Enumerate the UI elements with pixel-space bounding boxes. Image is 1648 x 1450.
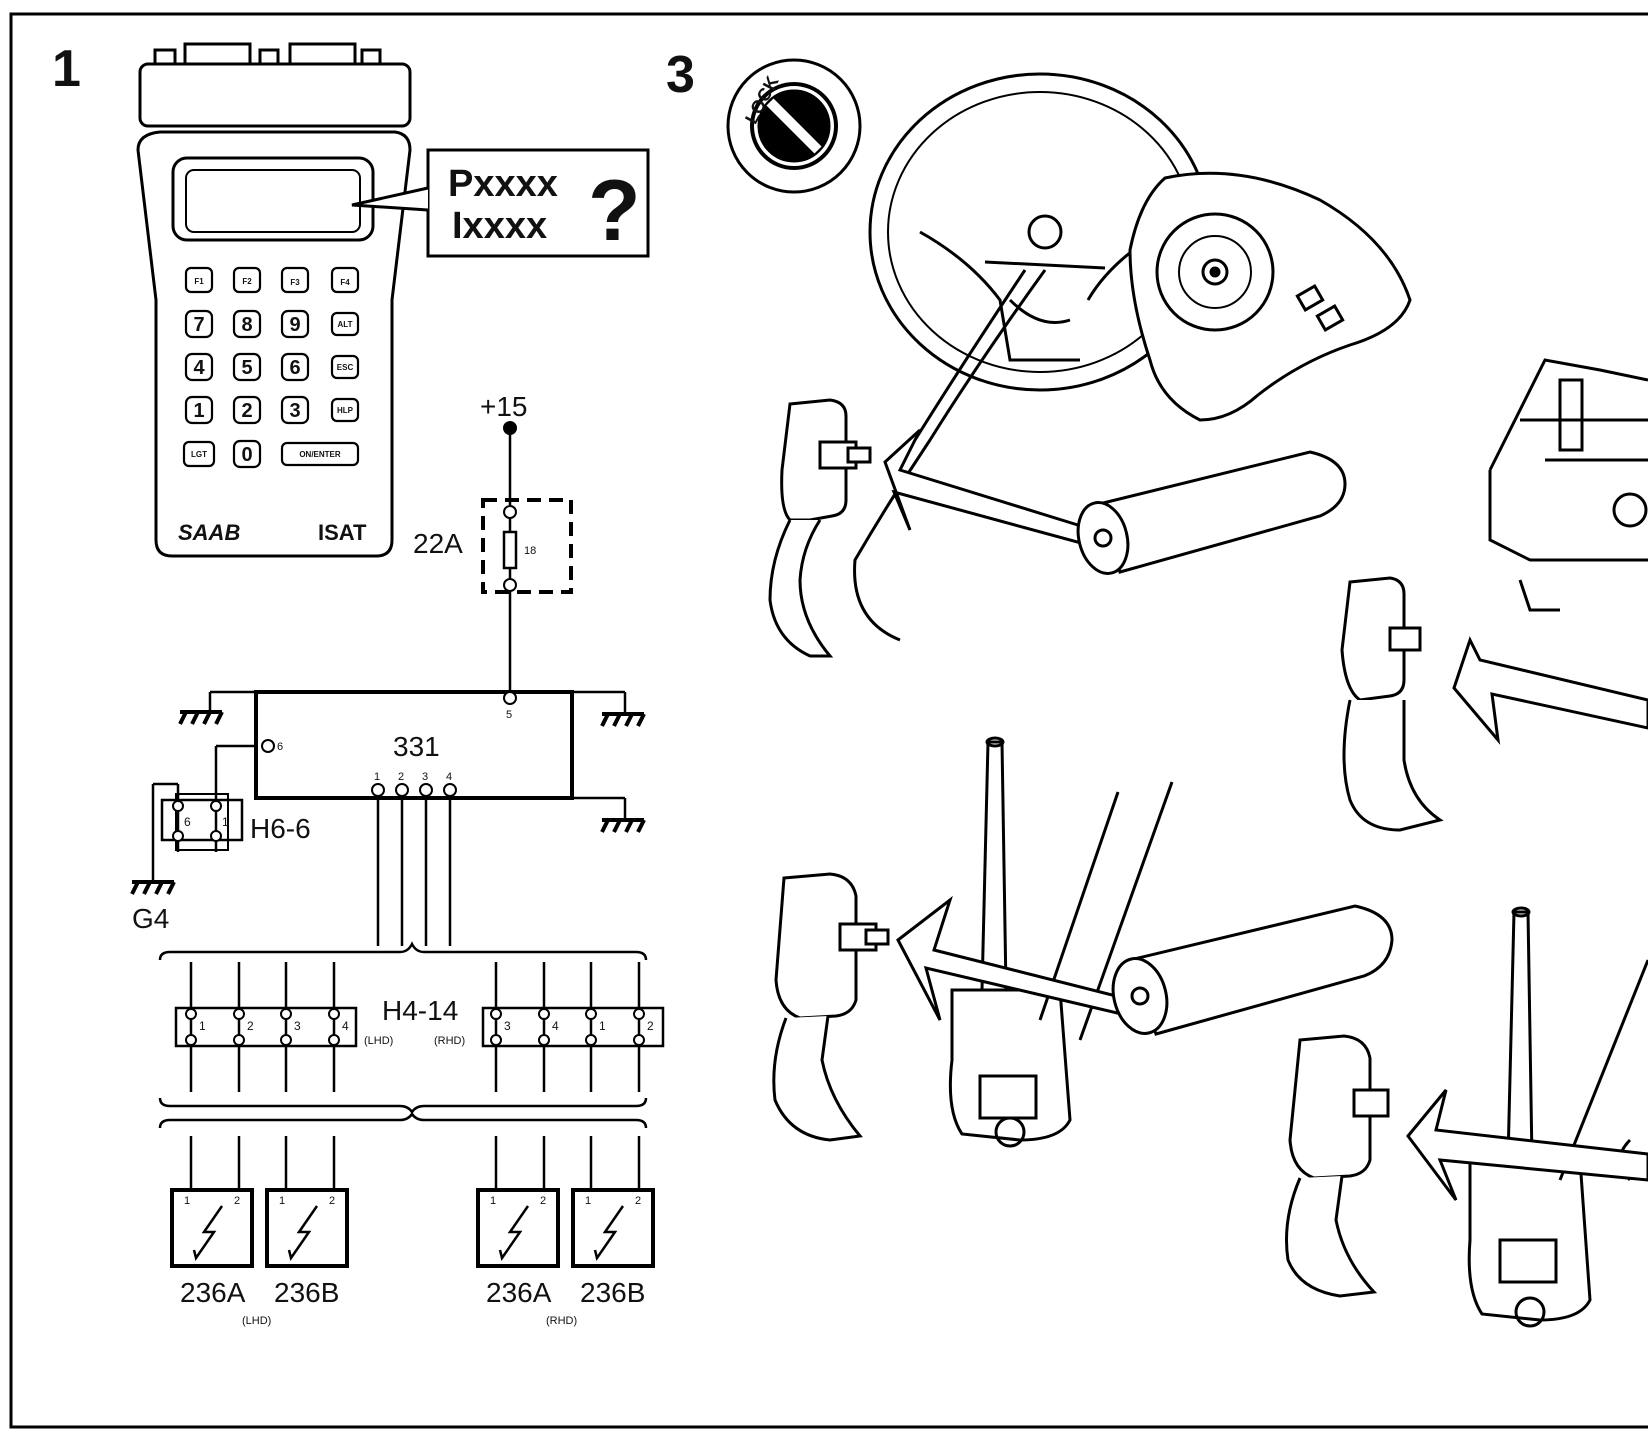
svg-text:ALT: ALT <box>338 320 353 329</box>
svg-text:2: 2 <box>329 1195 335 1207</box>
panel-number-3: 3 <box>666 46 695 104</box>
screen-question-mark: ? <box>588 163 641 259</box>
steering-pointer-line <box>853 269 1047 642</box>
svg-text:F4: F4 <box>340 278 350 287</box>
squib-rhd-tag: (RHD) <box>546 1315 577 1327</box>
h4-14-wires <box>189 962 641 1190</box>
svg-text:4: 4 <box>193 357 205 379</box>
screen-callout <box>351 148 650 258</box>
steering-column-lower-left <box>948 736 1174 1148</box>
tester-model: ISAT <box>318 520 367 545</box>
squib-236a-lhd: 1 2 236A <box>170 1188 254 1308</box>
arrow-right-top <box>1452 636 1648 745</box>
svg-text:LGT: LGT <box>191 450 207 459</box>
module-pin-6: 6 <box>277 741 283 753</box>
squib-236b-rhd: 1 2 236B <box>571 1188 655 1308</box>
fuse-label: 22A <box>413 528 463 559</box>
terminal-circles <box>172 421 645 1046</box>
fuse-number: 18 <box>524 545 536 557</box>
svg-text:2: 2 <box>635 1195 641 1207</box>
supply-label: +15 <box>480 391 528 422</box>
tester-brand: SAAB <box>178 520 240 545</box>
svg-text:236B: 236B <box>580 1277 645 1308</box>
svg-text:1: 1 <box>193 400 204 422</box>
ground-symbol <box>130 710 646 895</box>
svg-text:1: 1 <box>279 1195 285 1207</box>
svg-text:1: 1 <box>184 1195 190 1207</box>
module-pin-5: 5 <box>506 709 512 721</box>
svg-text:3: 3 <box>289 400 300 422</box>
svg-text:HLP: HLP <box>337 406 354 415</box>
steering-column-top-right <box>1488 358 1648 612</box>
svg-text:F3: F3 <box>290 278 300 287</box>
svg-text:2: 2 <box>234 1195 240 1207</box>
tester-keypad <box>182 266 360 469</box>
connector-h6-label: H6-6 <box>250 813 311 844</box>
ground-g4-label: G4 <box>132 903 169 934</box>
h6-pin-1: 1 <box>222 815 229 829</box>
airbag-connector-lower-left <box>772 872 890 1142</box>
diagnostic-tester <box>136 42 412 558</box>
screen-code-line1: Pxxxx <box>448 163 558 205</box>
svg-text:3: 3 <box>294 1019 301 1033</box>
airbag-connector-right-top <box>1340 576 1444 832</box>
svg-text:2: 2 <box>241 400 252 422</box>
svg-text:2: 2 <box>247 1019 254 1033</box>
dummy-load-cylinder-top <box>1076 450 1347 575</box>
module-pin-3: 3 <box>422 771 428 783</box>
svg-text:7: 7 <box>193 314 204 336</box>
airbag-connector-top <box>768 398 872 658</box>
svg-text:4: 4 <box>342 1019 349 1033</box>
arrow-to-dummy-load-lower <box>896 895 1134 1021</box>
svg-text:1: 1 <box>490 1195 496 1207</box>
dummy-load-cylinder-lower <box>1111 904 1394 1036</box>
svg-text:9: 9 <box>289 314 300 336</box>
svg-text:0: 0 <box>241 444 252 466</box>
svg-text:5: 5 <box>241 357 252 379</box>
svg-text:8: 8 <box>241 314 252 336</box>
svg-text:ON/ENTER: ON/ENTER <box>299 450 341 459</box>
svg-text:ESC: ESC <box>337 363 354 372</box>
h4-lhd-tag: (LHD) <box>364 1035 393 1047</box>
squib-236b-lhd: 1 2 236B <box>265 1188 349 1308</box>
svg-text:236A: 236A <box>180 1277 246 1308</box>
h4-pin-numbers: 1 2 3 4 3 4 1 2 <box>199 1019 654 1033</box>
svg-text:6: 6 <box>289 357 300 379</box>
svg-text:1: 1 <box>585 1195 591 1207</box>
svg-text:F1: F1 <box>194 277 204 286</box>
svg-text:236B: 236B <box>274 1277 339 1308</box>
svg-text:2: 2 <box>647 1019 654 1033</box>
tester-key-labels: F1 F2 F3 F4 7 8 9 ALT 4 5 6 ESC 1 2 3 HL… <box>191 277 354 466</box>
connector-h4-label: H4-14 <box>382 995 458 1026</box>
squib-lhd-tag: (LHD) <box>242 1315 271 1327</box>
h6-pin-6: 6 <box>184 815 191 829</box>
svg-text:1: 1 <box>199 1019 206 1033</box>
steering-column-lower-right <box>1467 906 1648 1328</box>
arrow-to-dummy-load-top <box>883 428 1096 548</box>
module-pin-4: 4 <box>446 771 452 783</box>
svg-text:2: 2 <box>540 1195 546 1207</box>
svg-text:F2: F2 <box>242 277 252 286</box>
airbag-connector-lower-right <box>1285 1034 1390 1298</box>
ignition-lock-icon <box>726 58 862 194</box>
module-pin-1: 1 <box>374 771 380 783</box>
svg-text:4: 4 <box>552 1019 559 1033</box>
airbag-module-drawing <box>1128 171 1412 422</box>
squib-236a-rhd: 1 2 236A <box>476 1188 560 1308</box>
screen-code-line2: Ixxxx <box>452 205 547 247</box>
module-label: 331 <box>393 731 440 762</box>
svg-text:236A: 236A <box>486 1277 552 1308</box>
h4-rhd-tag: (RHD) <box>434 1035 465 1047</box>
panel-number-1: 1 <box>52 40 81 98</box>
module-pin-2: 2 <box>398 771 404 783</box>
svg-text:1: 1 <box>599 1019 606 1033</box>
arrow-right-lower <box>1406 1089 1648 1201</box>
svg-text:3: 3 <box>504 1019 511 1033</box>
